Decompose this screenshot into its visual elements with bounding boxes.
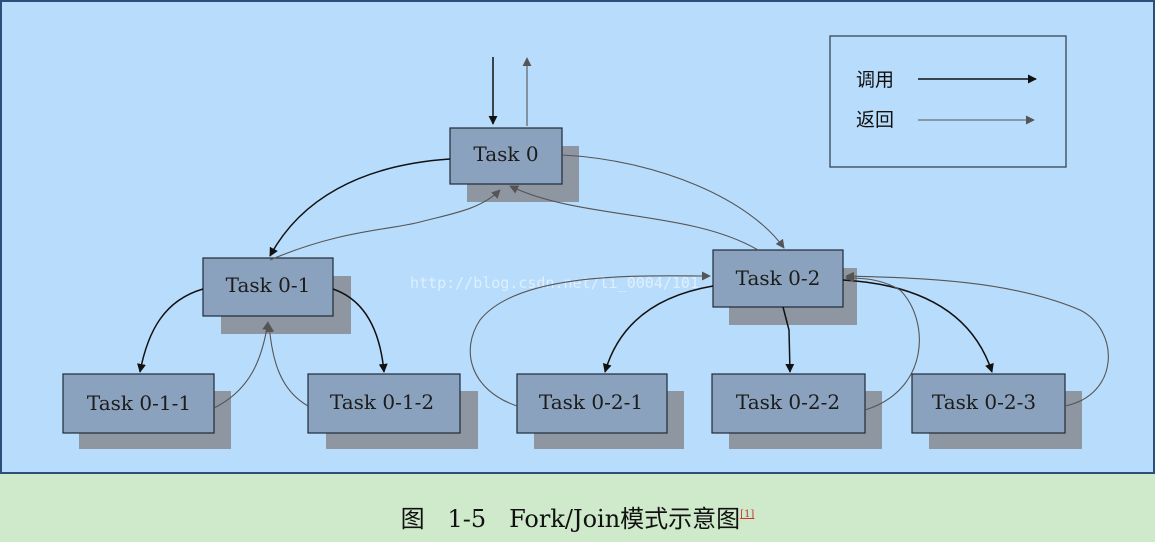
- task-0-2-1-box: [516, 373, 668, 434]
- task-0-1-2-box: [307, 373, 461, 434]
- task-0-2-3-box: [911, 373, 1066, 434]
- task-0-2-label: Task 0-2: [736, 266, 821, 290]
- task-0-2-box: [712, 249, 844, 308]
- task-0-1-2-label: Task 0-1-2: [330, 390, 434, 414]
- legend: 调用 返回: [829, 35, 1067, 168]
- return-arrow-011-to-01: [213, 321, 272, 409]
- return-arrow-023-to-02: [845, 271, 1109, 407]
- caption-bar: [0, 476, 1155, 542]
- return-arrow-01-to-0: [269, 189, 501, 261]
- legend-box: [829, 35, 1067, 168]
- caption-footnote-link[interactable]: [1]: [740, 509, 755, 520]
- watermark: http://blog.csdn.net/li_0004/101: [410, 274, 699, 292]
- fork-join-diagram: http://blog.csdn.net/li_0004/101 Task 0: [62, 35, 1109, 449]
- task-0-2-2-box: [711, 373, 866, 434]
- task-0-2-3-label: Task 0-2-3: [932, 390, 1036, 414]
- call-arrow-01-to-011: [137, 288, 204, 373]
- return-arrow-022-to-02: [845, 273, 920, 411]
- return-arrow-02-to-0: [509, 185, 759, 251]
- legend-return-label: 返回: [856, 109, 894, 131]
- task-0-1-label: Task 0-1: [226, 273, 311, 297]
- task-0-2-2-label: Task 0-2-2: [736, 390, 840, 414]
- task-0-1-1-box: [62, 373, 215, 434]
- call-arrow-02-to-022: [782, 306, 795, 373]
- task-0-label: Task 0: [473, 142, 538, 166]
- call-arrow-02-to-023: [842, 279, 994, 373]
- figure-caption: 图 1-5 Fork/Join模式示意图[1]: [0, 499, 1155, 534]
- return-arrow-021-to-02: [469, 271, 711, 407]
- legend-call-label: 调用: [856, 69, 894, 91]
- return-curve-0-to-02: [561, 154, 785, 249]
- task-0-2-1-label: Task 0-2-1: [539, 390, 643, 414]
- task-0-1-box: [202, 257, 334, 317]
- caption-text: 图 1-5 Fork/Join模式示意图: [400, 505, 741, 533]
- task-0-box: [449, 127, 563, 185]
- call-arrow-01-to-012: [332, 288, 388, 373]
- return-arrow-012-to-01: [265, 323, 309, 407]
- task-0-1-1-label: Task 0-1-1: [87, 391, 191, 415]
- call-arrow-02-to-021: [602, 285, 714, 373]
- call-arrow-0-to-01: [269, 158, 451, 257]
